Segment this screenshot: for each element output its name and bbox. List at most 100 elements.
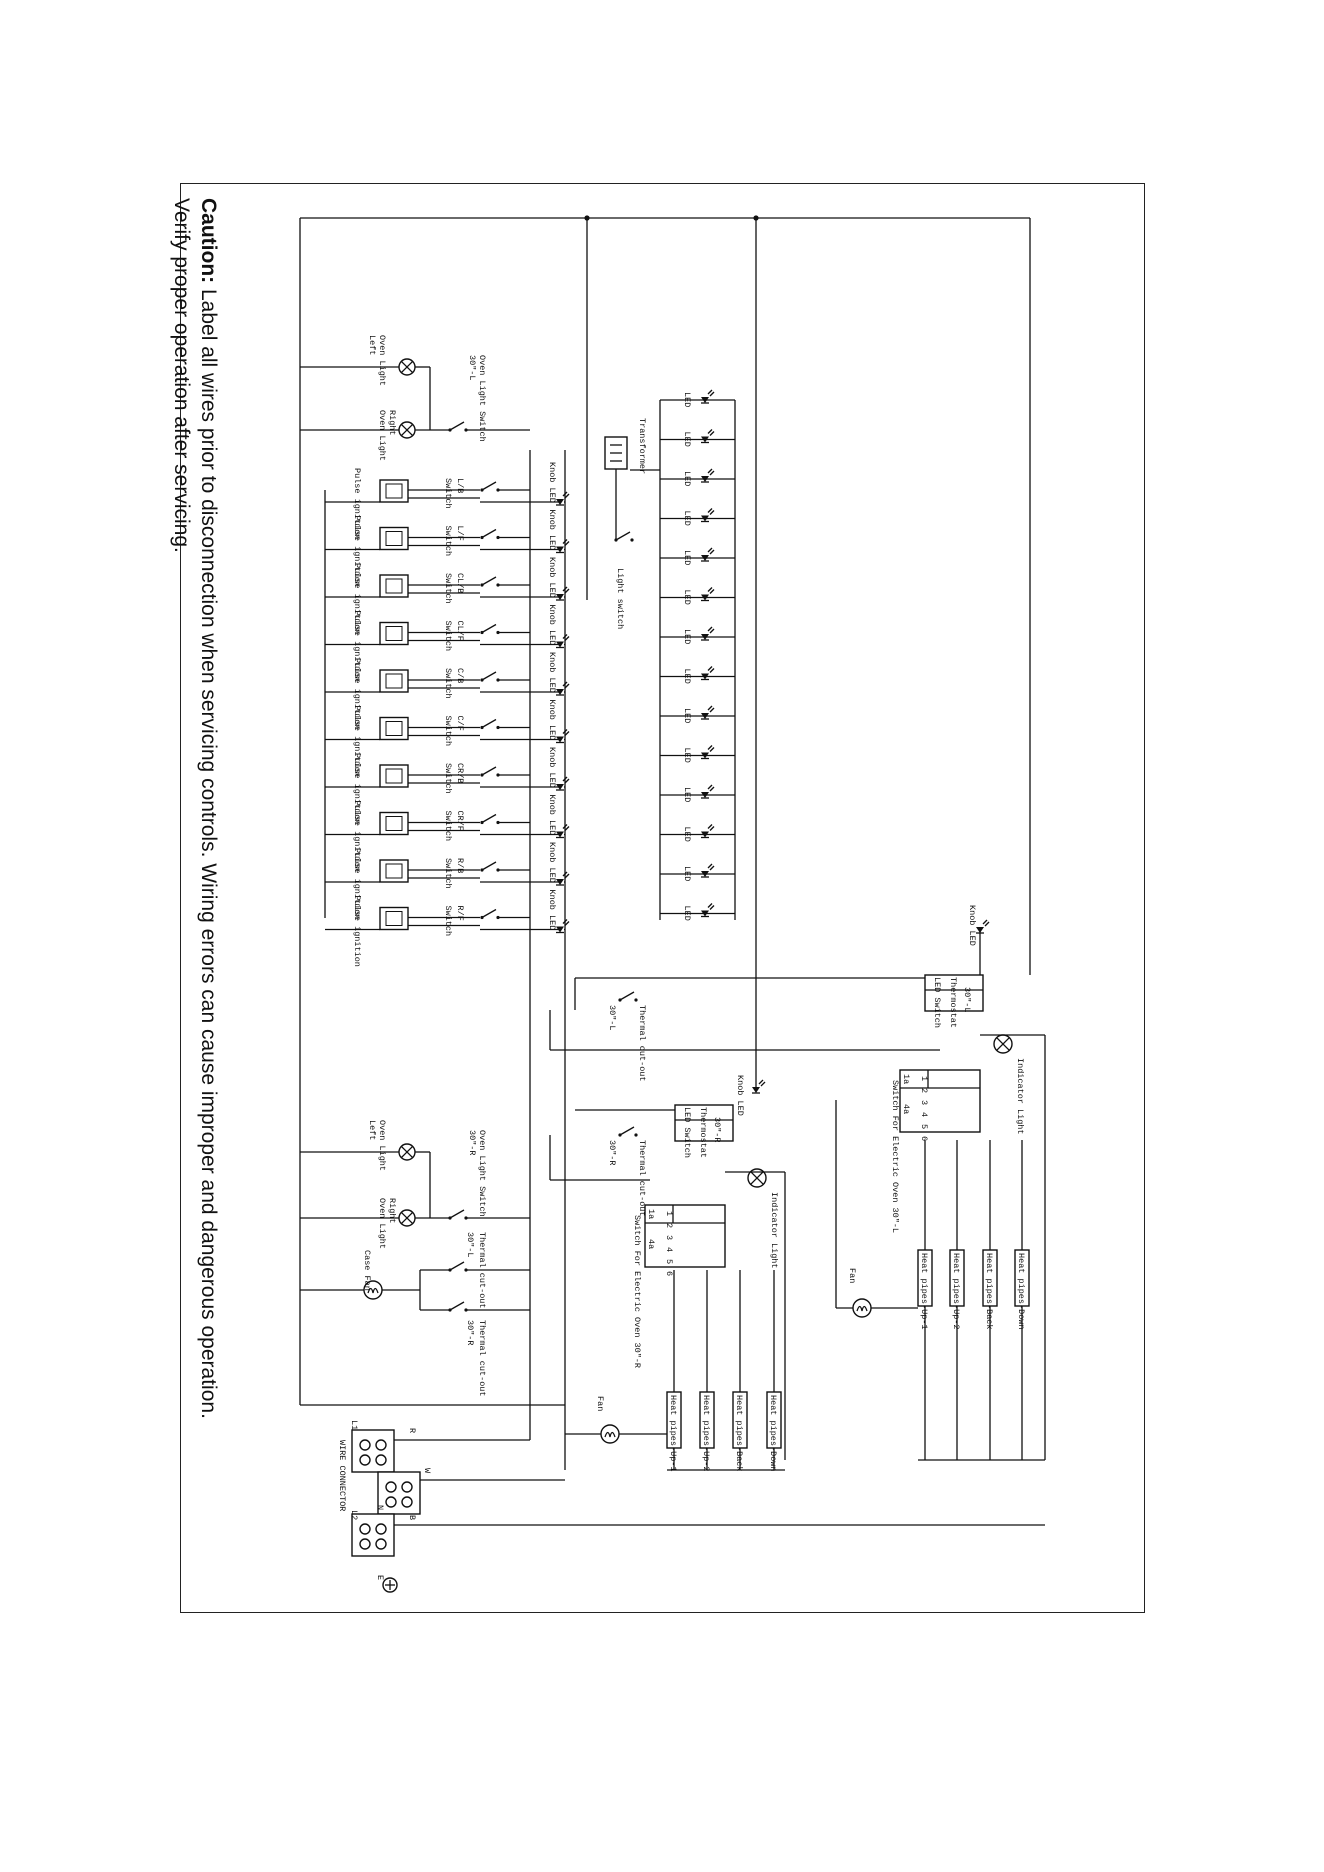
junction-dot bbox=[753, 215, 759, 221]
led-ray bbox=[707, 824, 713, 829]
pulse-ignition-core bbox=[385, 863, 403, 879]
burner-switch-word: Switch bbox=[443, 716, 453, 747]
knob-led-label: Knob LED bbox=[735, 1075, 745, 1116]
led-ray bbox=[562, 491, 568, 497]
pulse-ignition-core bbox=[385, 768, 403, 784]
led-ray bbox=[707, 705, 713, 711]
pulse-ignition-label: Pulse ignition bbox=[352, 848, 362, 919]
led-ray bbox=[709, 391, 715, 397]
connector-letter: L2 bbox=[349, 1510, 359, 1520]
terminal-number: 1 bbox=[664, 1211, 674, 1216]
terminal-screw-icon bbox=[375, 1538, 387, 1550]
led-diode-icon bbox=[701, 476, 709, 482]
led-ray bbox=[709, 431, 715, 436]
oven-light-right-label: Oven Light bbox=[377, 410, 387, 461]
pulse-ignition-core bbox=[385, 626, 403, 641]
led-ray bbox=[709, 549, 715, 555]
burner-switch-blade bbox=[481, 623, 497, 634]
burner-switch-word: Switch bbox=[443, 526, 453, 557]
lamp-cross bbox=[996, 1037, 1010, 1051]
pulse-ignition-label: Pulse ignition bbox=[352, 468, 362, 539]
knob-led-label: Knob LED bbox=[547, 747, 557, 788]
knob-led-label: Knob LED bbox=[547, 652, 557, 693]
knob-led-label: Knob LED bbox=[547, 700, 557, 741]
oven-light-left-side: Left bbox=[367, 335, 377, 355]
fan-motor-glyph bbox=[856, 1305, 868, 1312]
led-diode-icon bbox=[701, 871, 709, 877]
terminal-screw-icon bbox=[359, 1538, 371, 1550]
led-ray bbox=[709, 826, 715, 831]
burner-switch-name: CL/B bbox=[455, 573, 465, 593]
terminal-screw-icon bbox=[359, 1523, 371, 1535]
oven-light-left-label: Oven Light bbox=[377, 335, 387, 386]
led-ray bbox=[562, 539, 568, 544]
led-ray bbox=[984, 921, 990, 927]
oven-light-switch-label: Oven Light Switch bbox=[477, 355, 487, 442]
led-label: LED bbox=[682, 550, 692, 565]
pulse-ignition-core bbox=[385, 578, 403, 594]
led-ray bbox=[707, 547, 713, 553]
led-ray bbox=[564, 921, 570, 926]
led-diode-icon bbox=[701, 555, 709, 561]
terminal-number: 6 bbox=[664, 1271, 674, 1276]
pulse-ignition-box bbox=[379, 526, 409, 551]
led-ray bbox=[707, 508, 713, 513]
led-diode-icon bbox=[976, 927, 984, 933]
terminal-number: 5 bbox=[919, 1124, 929, 1129]
fan-label: Fan bbox=[595, 1396, 605, 1411]
led-label: LED bbox=[682, 629, 692, 644]
led-diode-icon bbox=[556, 641, 564, 648]
oven-light-left-side: Left bbox=[367, 1120, 377, 1140]
terminal-screw-icon bbox=[385, 1481, 397, 1493]
led-ray bbox=[709, 747, 715, 752]
led-ray bbox=[562, 586, 568, 592]
led-diode-icon bbox=[701, 752, 709, 759]
junction-dot bbox=[584, 215, 590, 221]
burner-switch-name: R/B bbox=[455, 858, 465, 873]
thermal-cutout-blade bbox=[449, 1261, 465, 1271]
heat-pipe-label: Heat pipes-Up-1 bbox=[668, 1395, 678, 1472]
oven-light-switch-blade bbox=[449, 1209, 465, 1219]
led-ray bbox=[564, 873, 570, 879]
terminal-number: 3 bbox=[919, 1100, 929, 1105]
led-diode-icon bbox=[556, 546, 564, 553]
knob-led-label: Knob LED bbox=[967, 905, 977, 946]
oven-light-right-side: Right bbox=[387, 410, 397, 436]
heat-pipe-label: Heat pipes-Down bbox=[768, 1395, 778, 1472]
led-label: LED bbox=[682, 787, 692, 802]
connector-letter: N bbox=[375, 1505, 385, 1510]
led-ray bbox=[709, 905, 715, 910]
oven-light-right-label: Oven Light bbox=[377, 1198, 387, 1249]
thermal-cutout-label: Thermal cut-out bbox=[477, 1320, 487, 1397]
fan-motor-glyph bbox=[604, 1431, 616, 1438]
led-ray bbox=[564, 683, 570, 689]
led-ray bbox=[707, 863, 713, 869]
led-ray bbox=[562, 729, 568, 734]
led-diode-icon bbox=[701, 634, 709, 640]
thermal-cutout-blade bbox=[619, 1126, 635, 1136]
burner-switch-word: Switch bbox=[443, 621, 453, 652]
case-fan-label: Case Fan bbox=[362, 1250, 372, 1291]
led-diode-icon bbox=[701, 713, 709, 719]
led-ray bbox=[709, 668, 715, 673]
terminal-screw-icon bbox=[375, 1439, 387, 1451]
burner-switch-name: CL/F bbox=[455, 621, 465, 641]
led-diode-icon bbox=[556, 926, 564, 933]
led-diode-icon bbox=[701, 792, 709, 798]
terminal-number: 4 bbox=[919, 1112, 929, 1117]
thermal-cutout-side: 30"-L bbox=[465, 1232, 475, 1258]
terminal-screw-icon bbox=[359, 1454, 371, 1466]
terminal-4a-label: 4a bbox=[901, 1104, 911, 1114]
led-diode-icon bbox=[701, 436, 709, 443]
oven-light-switch-side: 30"-R bbox=[467, 1130, 477, 1156]
terminal-number: 3 bbox=[664, 1235, 674, 1240]
pulse-ignition-box bbox=[379, 716, 409, 741]
led-label: LED bbox=[682, 866, 692, 881]
led-ray bbox=[709, 628, 715, 634]
thermal-cutout-label: Thermal cut-out bbox=[477, 1232, 487, 1309]
led-switch-label: LED Switch bbox=[932, 977, 942, 1028]
oven-switch-box bbox=[644, 1204, 726, 1268]
fan-icon bbox=[600, 1424, 620, 1444]
led-ray bbox=[709, 865, 715, 871]
terminal-screw-icon bbox=[385, 1496, 397, 1508]
